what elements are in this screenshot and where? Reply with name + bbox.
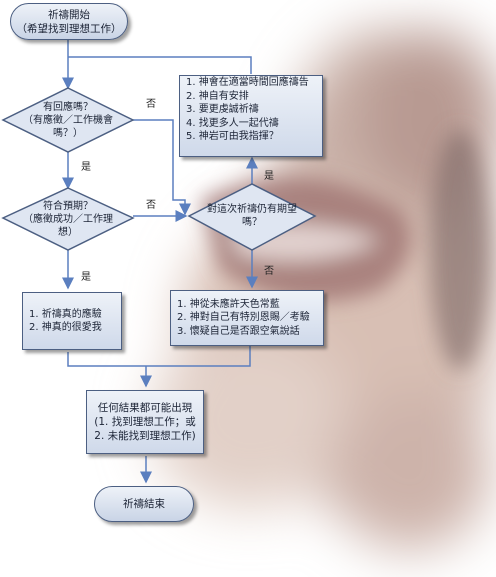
decision-3-text: 對這次祈禱仍有期望 嗎？ [196, 198, 308, 234]
start-title: 祈禱開始 [48, 8, 90, 21]
doubt-item: 1. 神從未應許天色常藍 [177, 298, 280, 310]
decision-has-response [1, 87, 135, 153]
label-no-2: 否 [146, 200, 156, 211]
q1-line1: 有回應嗎？ [43, 101, 93, 113]
start-terminator: 祈禱開始 （希望找到理想工作） [10, 3, 128, 40]
decision-1-text: 有回應嗎？ （有應徵／工作機會 嗎？） [10, 96, 126, 144]
advice-box: 1. 神會在適當時間回應禱告 2. 神自有安排 3. 要更虔誠祈禱 4. 找更多… [179, 75, 323, 157]
label-no-3: 否 [264, 266, 274, 277]
doubt-box: 1. 神從未應許天色常藍 2. 神對自己有特別恩賜／考驗 3. 懷疑自己是否跟空… [170, 290, 324, 346]
q2-line2: （應徵成功／工作理 [23, 213, 113, 225]
result-line2: (1. 找到理想工作；或 [94, 416, 196, 428]
label-yes-3: 是 [264, 171, 274, 182]
label-yes-2: 是 [81, 272, 91, 283]
decision-meets-expectation [1, 187, 135, 251]
decision-2-text: 符合預期？ （應徵成功／工作理 想） [10, 195, 126, 243]
result-line3: 2. 未能找到理想工作) [94, 430, 196, 442]
start-subtitle: （希望找到理想工作） [16, 22, 122, 35]
q2-line3: 想） [58, 226, 78, 238]
q1-line2: （有應徵／工作機會 [23, 114, 113, 126]
label-no-1: 否 [146, 99, 156, 110]
advice-item: 3. 要更虔誠祈禱 [186, 104, 259, 115]
advice-item: 4. 找更多人一起代禱 [186, 117, 279, 129]
advice-item: 2. 神自有安排 [186, 90, 249, 102]
confirm-item: 1. 祈禱真的應驗 [29, 308, 102, 320]
doubt-item: 2. 神對自己有特別恩賜／考驗 [177, 312, 310, 324]
confirm-item: 2. 神真的很愛我 [29, 322, 102, 333]
confirm-box: 1. 祈禱真的應驗 2. 神真的很愛我 [22, 292, 122, 350]
q1-line3: 嗎？） [53, 127, 83, 139]
label-yes-1: 是 [81, 162, 91, 173]
doubt-item: 3. 懷疑自己是否跟空氣說話 [177, 325, 300, 337]
q2-line1: 符合預期？ [43, 200, 93, 212]
q3-line1: 對這次祈禱仍有期望 [207, 204, 297, 215]
end-terminator: 祈禱結束 [94, 486, 194, 522]
result-box: 任何結果都可能出現 (1. 找到理想工作；或 2. 未能找到理想工作) [86, 390, 204, 454]
advice-item: 1. 神會在適當時間回應禱告 [186, 77, 309, 88]
result-line1: 任何結果都可能出現 [97, 402, 193, 414]
q3-line2: 嗎？ [242, 217, 262, 228]
advice-item: 5. 神岩可由我指揮？ [186, 131, 279, 142]
decision-still-expect [187, 183, 317, 251]
end-label: 祈禱結束 [123, 498, 165, 510]
